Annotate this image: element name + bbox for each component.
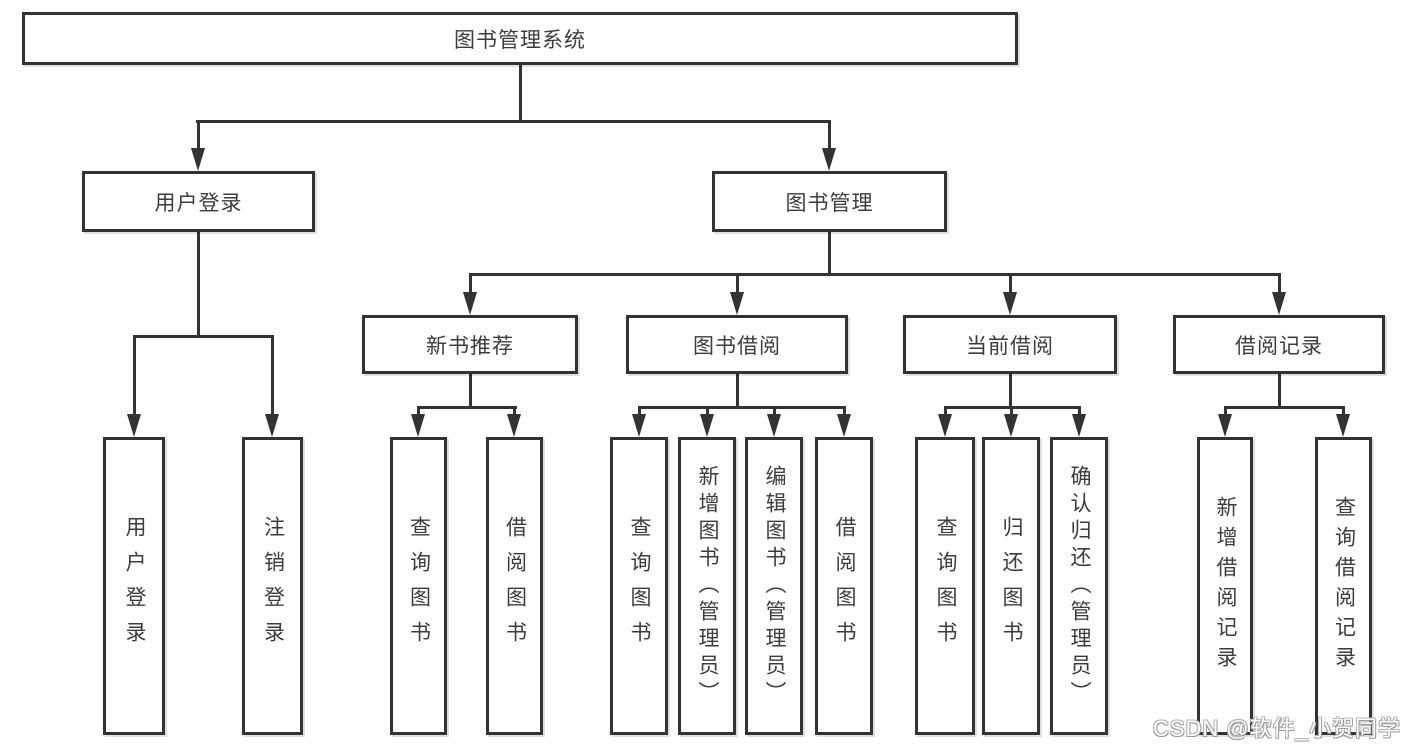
connector-drop-new-book (469, 273, 472, 297)
connector-drop (1224, 406, 1227, 418)
node-user-login: 用户登录 (82, 171, 315, 232)
connector-new-book-stem (469, 373, 472, 409)
connector-drop-login-leaf (133, 335, 136, 418)
arrowhead-user-login (191, 148, 205, 171)
arrowhead (767, 414, 781, 437)
leaf-label: 查询图书 (628, 516, 651, 656)
node-root: 图书管理系统 (22, 12, 1018, 65)
leaf-label: 查询借阅记录 (1332, 496, 1356, 676)
leaf-borrow-books-1: 借阅图书 (486, 437, 543, 735)
connector-drop (1078, 406, 1081, 418)
leaf-confirm-return-admin: 确认归还（管理员） (1050, 437, 1108, 735)
node-new-book-label: 新书推荐 (426, 334, 514, 358)
leaf-label: 用户登录 (123, 516, 146, 656)
connector-new-book-bus (417, 406, 517, 409)
connector-book-mgmt-stem (828, 231, 831, 276)
connector-borrow-records-stem (1278, 373, 1281, 409)
arrowhead-book-borrow (730, 292, 744, 315)
connector-drop (706, 406, 709, 418)
arrowhead-new-book (463, 292, 477, 315)
arrowhead (837, 414, 851, 437)
connector-drop (638, 406, 641, 418)
leaf-label: 查询图书 (934, 516, 957, 656)
connector-drop-book-borrow (736, 273, 739, 297)
connector-user-login-bus (133, 335, 274, 338)
connector-drop (417, 406, 420, 418)
leaf-label: 查询图书 (407, 516, 431, 656)
node-current-borrow: 当前借阅 (903, 315, 1117, 374)
arrowhead-book-mgmt (822, 148, 836, 171)
connector-drop (1010, 406, 1013, 418)
arrowhead (1004, 414, 1018, 437)
connector-drop-user-login (197, 120, 200, 152)
arrowhead-login-leaf (127, 414, 141, 437)
leaf-logout: 注销登录 (242, 437, 303, 735)
leaf-label: 归还图书 (1000, 516, 1023, 656)
leaf-borrow-books-2: 借阅图书 (815, 437, 873, 735)
leaf-label: 编辑图书（管理员） (763, 464, 786, 708)
arrowhead (632, 414, 646, 437)
arrowhead (1072, 414, 1086, 437)
leaf-add-borrow-record: 新增借阅记录 (1197, 437, 1253, 735)
arrowhead (1336, 414, 1350, 437)
connector-user-login-stem (197, 231, 200, 338)
node-borrow-records-label: 借阅记录 (1235, 334, 1323, 358)
leaf-add-book-admin: 新增图书（管理员） (678, 437, 736, 735)
connector-book-mgmt-bus (469, 273, 1281, 276)
connector-borrow-records-bus (1224, 406, 1345, 409)
connector-drop (773, 406, 776, 418)
leaf-label: 确认归还（管理员） (1068, 464, 1091, 708)
connector-drop (843, 406, 846, 418)
arrowhead-current-borrow (1003, 292, 1017, 315)
node-root-label: 图书管理系统 (454, 28, 586, 52)
connector-root-bus (196, 120, 831, 123)
node-book-mgmt: 图书管理 (712, 171, 947, 232)
connector-book-borrow-bus (638, 406, 846, 409)
arrowhead (1218, 414, 1232, 437)
leaf-user-login: 用户登录 (103, 437, 165, 735)
arrowhead (507, 414, 521, 437)
connector-root-stem (519, 65, 522, 122)
connector-drop-current-borrow (1009, 273, 1012, 297)
leaf-query-books-3: 查询图书 (915, 437, 975, 735)
connector-book-borrow-stem (736, 373, 739, 409)
node-book-mgmt-label: 图书管理 (785, 191, 874, 215)
leaf-label: 借阅图书 (833, 516, 856, 656)
arrowhead (411, 414, 425, 437)
leaf-label: 注销登录 (261, 516, 285, 656)
leaf-query-books-1: 查询图书 (390, 437, 447, 735)
node-user-login-label: 用户登录 (154, 191, 243, 215)
arrowhead-logout-leaf (265, 414, 279, 437)
arrowhead (938, 414, 952, 437)
connector-drop-book-mgmt (828, 120, 831, 152)
connector-current-borrow-stem (1009, 373, 1012, 409)
connector-drop (513, 406, 516, 418)
node-borrow-records: 借阅记录 (1173, 315, 1385, 374)
connector-drop-borrow-records (1278, 273, 1281, 297)
node-new-book: 新书推荐 (362, 315, 578, 374)
leaf-return-book: 归还图书 (982, 437, 1040, 735)
node-current-borrow-label: 当前借阅 (966, 334, 1054, 358)
leaf-label: 新增图书（管理员） (696, 464, 719, 708)
arrowhead-borrow-records (1272, 292, 1286, 315)
node-book-borrow-label: 图书借阅 (693, 334, 781, 358)
csdn-watermark: CSDN @软件_小贺同学 (1152, 716, 1401, 741)
connector-drop (944, 406, 947, 418)
connector-drop (1342, 406, 1345, 418)
leaf-label: 新增借阅记录 (1214, 496, 1237, 676)
node-book-borrow: 图书借阅 (626, 315, 848, 374)
leaf-query-borrow-record: 查询借阅记录 (1315, 437, 1372, 735)
leaf-query-books-2: 查询图书 (610, 437, 668, 735)
arrowhead (700, 414, 714, 437)
leaf-edit-book-admin: 编辑图书（管理员） (745, 437, 803, 735)
leaf-label: 借阅图书 (503, 516, 527, 656)
connector-drop-logout-leaf (271, 335, 274, 418)
